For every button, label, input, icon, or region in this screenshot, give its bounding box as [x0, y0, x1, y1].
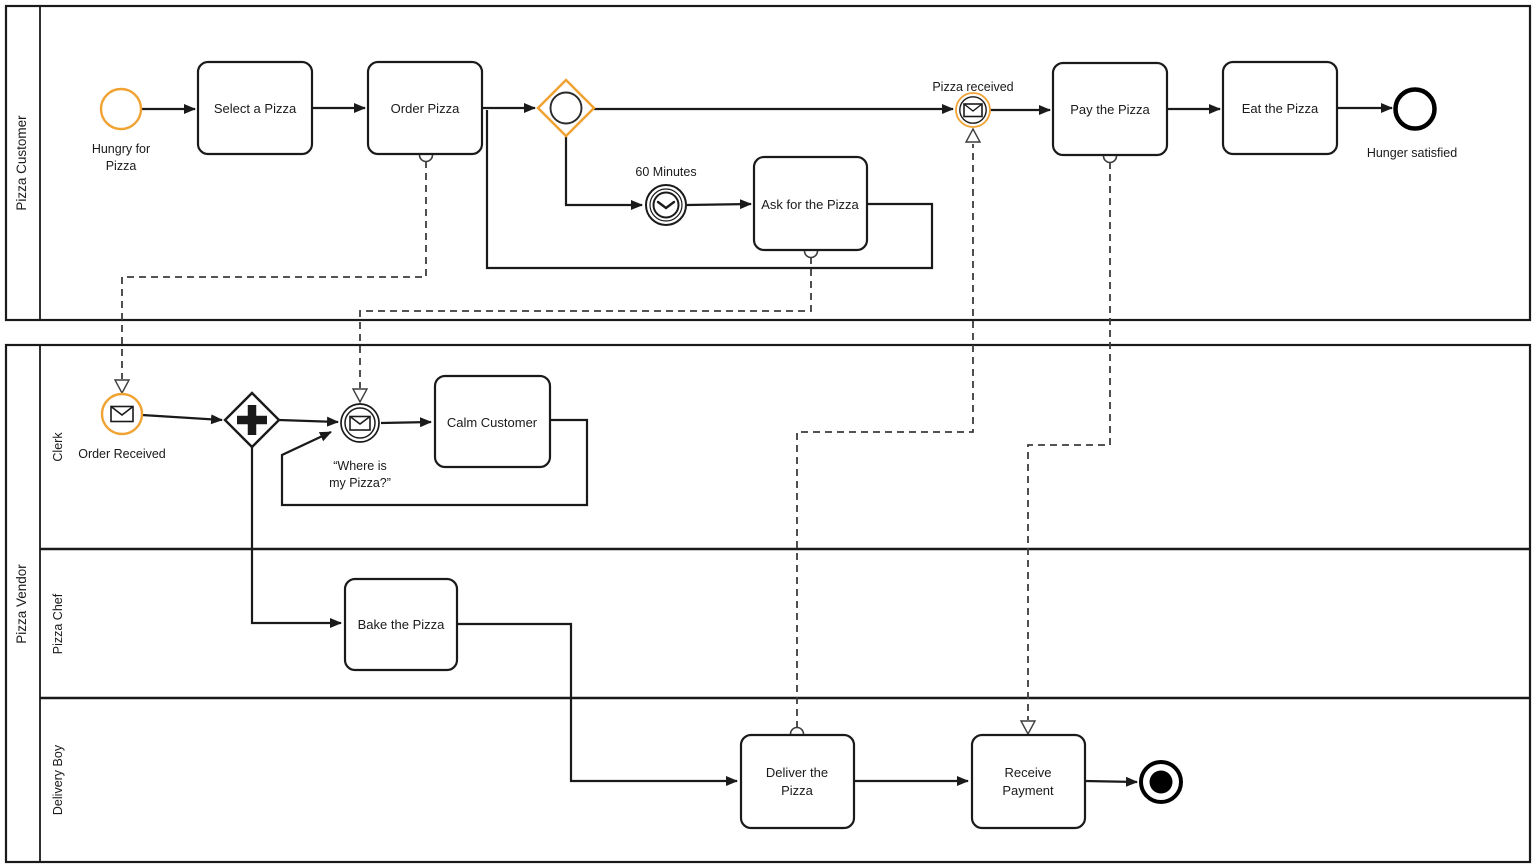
svg-text:Calm Customer: Calm Customer	[447, 415, 538, 430]
svg-text:Ask for the Pizza: Ask for the Pizza	[761, 197, 859, 212]
plus-icon	[237, 405, 267, 435]
pool-label-pizza-customer: Pizza Customer	[14, 115, 29, 211]
task-calm-customer[interactable]: Calm Customer	[433, 374, 552, 469]
start-event-label-line1: Hungry for	[92, 142, 150, 156]
lane-label-pizza-chef: Pizza Chef	[51, 593, 65, 654]
svg-text:Payment: Payment	[1002, 783, 1054, 798]
pool-pizza-vendor: Pizza Vendor Clerk Pizza Chef Delivery B…	[4, 343, 1532, 864]
task-order-pizza[interactable]: Order Pizza	[366, 60, 484, 156]
message-catch-event-pizza-received[interactable]	[955, 92, 991, 128]
lane-label-delivery-boy: Delivery Boy	[51, 744, 65, 815]
pizza-received-label: Pizza received	[932, 80, 1013, 94]
end-event-hunger-satisfied[interactable]	[1393, 87, 1437, 131]
start-event-hungry-for-pizza[interactable]	[99, 87, 143, 131]
svg-text:Receive: Receive	[1005, 765, 1052, 780]
event-based-gateway[interactable]	[536, 78, 596, 138]
sequence-flows-vendor	[141, 413, 1138, 787]
task-receive-payment[interactable]: Receive Payment	[970, 733, 1087, 830]
timer-intermediate-event[interactable]	[645, 184, 687, 226]
svg-text:Deliver the: Deliver the	[766, 765, 828, 780]
message-flow-order-pizza-to-order-received	[113, 147, 434, 395]
loop-ask-to-gateway	[485, 110, 934, 270]
pool-label-pizza-vendor: Pizza Vendor	[14, 564, 29, 644]
task-select-a-pizza[interactable]: Select a Pizza	[196, 60, 314, 156]
svg-text:Bake the Pizza: Bake the Pizza	[358, 617, 445, 632]
order-received-label: Order Received	[78, 447, 166, 461]
where-label-line2: my Pizza?”	[329, 476, 391, 490]
envelope-icon	[349, 415, 371, 431]
task-deliver-the-pizza[interactable]: Deliver the Pizza	[739, 733, 856, 830]
where-label-line1: “Where is	[333, 459, 386, 473]
clock-hands-icon	[656, 200, 676, 210]
task-pay-the-pizza[interactable]: Pay the Pizza	[1051, 61, 1169, 157]
svg-text:Order Pizza: Order Pizza	[391, 101, 460, 116]
terminate-end-event[interactable]	[1139, 760, 1183, 804]
envelope-icon	[110, 405, 134, 423]
task-bake-the-pizza[interactable]: Bake the Pizza	[343, 577, 459, 672]
task-eat-the-pizza[interactable]: Eat the Pizza	[1221, 60, 1339, 156]
svg-text:Select a Pizza: Select a Pizza	[214, 101, 297, 116]
svg-text:Pizza: Pizza	[781, 783, 814, 798]
sequence-flows-customer	[141, 103, 1393, 270]
message-catch-event-where-is-my-pizza[interactable]	[340, 403, 380, 443]
timer-label: 60 Minutes	[635, 165, 696, 179]
svg-text:Pay the Pizza: Pay the Pizza	[1070, 102, 1150, 117]
svg-text:Eat the Pizza: Eat the Pizza	[1242, 101, 1319, 116]
message-start-event-order-received[interactable]	[100, 392, 144, 436]
pool-pizza-customer: Pizza Customer	[4, 4, 1532, 322]
parallel-gateway[interactable]	[223, 391, 281, 449]
message-flow-pay-to-receive-payment	[1019, 148, 1118, 736]
task-ask-for-the-pizza[interactable]: Ask for the Pizza	[752, 155, 869, 252]
start-event-label-line2: Pizza	[106, 159, 137, 173]
envelope-icon	[963, 103, 983, 118]
loop-calm-to-where-event	[280, 418, 589, 507]
lane-label-clerk: Clerk	[51, 432, 65, 462]
end-event-label: Hunger satisfied	[1367, 146, 1457, 160]
